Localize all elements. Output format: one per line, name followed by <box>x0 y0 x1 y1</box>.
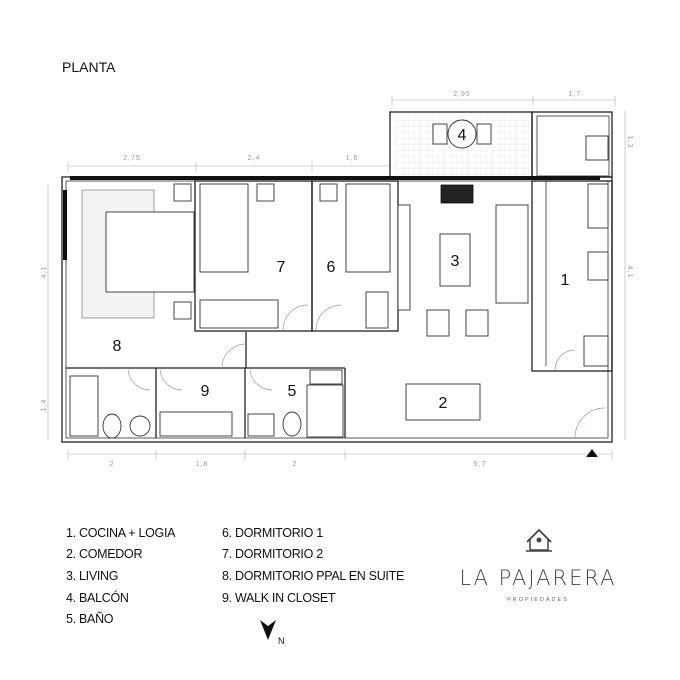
fireplace <box>440 184 474 204</box>
logo-subtitle: PROPIEDADES <box>507 597 569 603</box>
room-6-label: 6 <box>327 259 336 276</box>
toilet <box>282 411 302 437</box>
legend-item: 1. COCINA + LOGIA <box>66 526 176 540</box>
legend-item: 8. DORMITORIO PPAL EN SUITE <box>222 569 404 583</box>
walls <box>61 176 613 443</box>
chair <box>432 123 448 145</box>
dim-balcony-2: 1,7 <box>569 91 582 98</box>
sink <box>587 183 609 229</box>
closet-rack <box>159 411 233 437</box>
bidet <box>129 415 151 437</box>
bed-7 <box>199 183 249 273</box>
room-3-label: 3 <box>451 253 460 270</box>
shower <box>306 384 344 438</box>
legend-item: 7. DORMITORIO 2 <box>222 547 323 561</box>
page-title: PLANTA <box>62 59 116 75</box>
dim-left-2: 1,4 <box>41 399 48 412</box>
coffee-table <box>439 233 471 287</box>
legend-item: 3. LIVING <box>66 569 118 583</box>
dimension-lines <box>47 96 626 460</box>
dim-bottom-1: 2 <box>110 461 115 468</box>
bathtub <box>69 375 99 437</box>
entrance-marker <box>586 449 598 457</box>
dim-right-1: 1,3 <box>626 136 633 149</box>
wardrobe-6 <box>365 291 389 329</box>
dim-bottom-4: 5,7 <box>474 461 487 468</box>
doors <box>127 304 606 457</box>
room-1-label: 1 <box>561 272 570 289</box>
legend: 1. COCINA + LOGIA 2. COMEDOR 3. LIVING 4… <box>66 526 404 626</box>
dining-table <box>405 383 481 421</box>
dim-right-2: 4,1 <box>626 266 633 279</box>
room-4-label: 4 <box>458 127 467 144</box>
bed-6 <box>345 183 391 273</box>
legend-item: 9. WALK IN CLOSET <box>222 591 336 605</box>
dim-balcony-1: 2,95 <box>453 91 471 98</box>
chair <box>476 123 492 145</box>
fridge <box>583 335 609 367</box>
legend-item: 6. DORMITORIO 1 <box>222 526 323 540</box>
room-5-label: 5 <box>288 383 297 400</box>
room-labels: 1 2 3 4 5 6 7 8 9 <box>113 127 570 412</box>
legend-item: 5. BAÑO <box>66 612 114 626</box>
armchair <box>426 309 450 337</box>
room-9-label: 9 <box>201 383 210 400</box>
legend-item: 4. BALCÓN <box>66 590 129 605</box>
dim-bottom-3: 2 <box>293 461 298 468</box>
sofa <box>495 204 529 304</box>
double-bed <box>105 211 195 293</box>
dim-top-2: 2,4 <box>248 155 261 162</box>
stove <box>587 251 609 281</box>
north-arrow-icon <box>260 620 276 640</box>
washer <box>585 135 609 161</box>
room-7-label: 7 <box>277 259 286 276</box>
logo-name: LA PAJARERA <box>459 566 616 590</box>
furniture <box>69 183 609 439</box>
wardrobe-7 <box>199 299 279 329</box>
tv-unit <box>397 204 411 311</box>
dim-bottom-2: 1,8 <box>196 461 209 468</box>
dim-top-1: 2,75 <box>123 155 141 162</box>
birdhouse-icon <box>526 528 552 552</box>
room-2-label: 2 <box>439 395 448 412</box>
toilet <box>102 413 122 439</box>
north-label: N <box>278 636 285 646</box>
armchair <box>465 309 489 337</box>
round-table <box>447 119 477 149</box>
legend-item: 2. COMEDOR <box>66 547 142 561</box>
room-8-label: 8 <box>113 338 122 355</box>
balcony <box>389 111 613 178</box>
dim-top-3: 1,6 <box>346 155 359 162</box>
vanity <box>247 413 275 437</box>
dim-left-1: 4,1 <box>41 266 48 279</box>
